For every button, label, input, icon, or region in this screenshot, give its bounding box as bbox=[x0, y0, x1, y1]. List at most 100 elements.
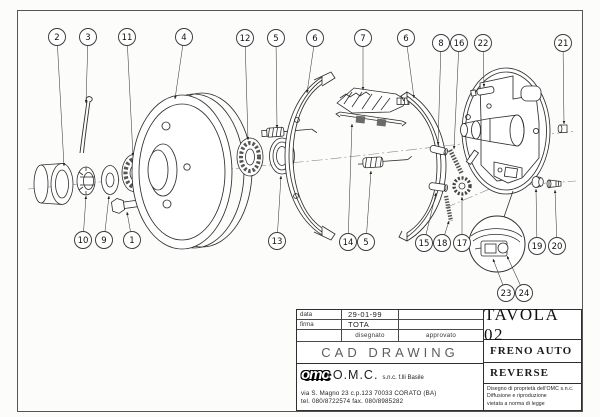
balloon-2 bbox=[48, 28, 66, 46]
washer bbox=[101, 165, 119, 195]
anchor-pin bbox=[429, 144, 448, 156]
balloon-number: 4 bbox=[181, 33, 186, 43]
balloon-19 bbox=[528, 237, 546, 255]
date-label: data bbox=[297, 310, 342, 319]
leader-line bbox=[174, 36, 185, 100]
leader-line bbox=[365, 170, 373, 243]
balloon-6 bbox=[397, 29, 415, 47]
company-suffix: s.n.c. f.lli Basile bbox=[382, 375, 424, 381]
copyright-notice: Disegno di proprietà dell'OMC s.n.c. Dif… bbox=[484, 384, 581, 410]
date-value: 29-01-99 bbox=[342, 310, 399, 319]
balloon-number: 2 bbox=[54, 33, 59, 43]
balloon-9 bbox=[95, 231, 113, 249]
leader-line bbox=[347, 123, 354, 243]
castle-nut bbox=[76, 166, 96, 196]
balloon-21 bbox=[554, 34, 572, 52]
balloon-20 bbox=[548, 237, 566, 255]
leader-line bbox=[126, 36, 135, 157]
brake-drum bbox=[131, 92, 253, 250]
signature-row: firma TOTA bbox=[297, 320, 483, 330]
balloon-12 bbox=[236, 29, 254, 47]
balloon-number: 19 bbox=[532, 242, 543, 252]
signature-label: firma bbox=[297, 320, 342, 329]
balloon-10 bbox=[74, 231, 92, 249]
balloon-5 bbox=[357, 233, 375, 251]
roles-row: disegnato approvato bbox=[297, 330, 483, 342]
retainer-bolt bbox=[546, 179, 562, 189]
date-row: data 29-01-99 bbox=[297, 310, 483, 320]
balloon-number: 10 bbox=[78, 236, 89, 246]
drawing-subject-line2: REVERSE bbox=[484, 363, 581, 384]
notice-line: Diffusione e riproduzione bbox=[487, 393, 547, 400]
balloon-3 bbox=[79, 28, 97, 46]
company-name: O.M.C. bbox=[332, 368, 379, 382]
cotter-pin bbox=[79, 96, 93, 154]
signature-extra-cell bbox=[399, 320, 483, 329]
title-block-right: TAVOLA 02 FRENO AUTO REVERSE Disegno di … bbox=[484, 305, 581, 410]
balloon-number: 18 bbox=[437, 239, 448, 249]
balloon-number: 8 bbox=[438, 39, 443, 49]
balloon-13 bbox=[268, 232, 286, 250]
balloon-15 bbox=[415, 234, 433, 252]
backing-plate bbox=[460, 67, 551, 195]
balloon-number: 16 bbox=[454, 39, 465, 49]
spacer bbox=[557, 124, 568, 133]
left-brake-shoe bbox=[284, 71, 336, 241]
balloon-8 bbox=[432, 34, 450, 52]
balloon-number: 15 bbox=[419, 239, 430, 249]
balloon-number: 6 bbox=[312, 34, 317, 44]
star-adjuster-wheel bbox=[452, 176, 472, 196]
leader-line bbox=[534, 188, 538, 247]
balloon-22 bbox=[474, 34, 492, 52]
tension-spring bbox=[443, 195, 454, 222]
drawn-by-label: disegnato bbox=[342, 330, 399, 341]
balloon-number: 3 bbox=[85, 33, 90, 43]
balloon-23 bbox=[497, 284, 515, 302]
balloon-1 bbox=[123, 231, 141, 249]
leader-line bbox=[56, 36, 66, 167]
balloon-24 bbox=[515, 284, 533, 302]
cad-drawing-label: CAD DRAWING bbox=[297, 342, 483, 364]
balloon-18 bbox=[433, 234, 451, 252]
drawing-subject-line1: FRENO AUTO bbox=[484, 340, 581, 363]
leader-line bbox=[244, 37, 250, 141]
sheet-border bbox=[17, 10, 583, 412]
company-phone: tel. 080/8722574 fax. 080/8985282 bbox=[301, 398, 404, 405]
balloon-number: 11 bbox=[122, 33, 133, 43]
notice-line: vietata a norma di legge bbox=[487, 400, 545, 407]
balloon-16 bbox=[450, 34, 468, 52]
balloon-number: 17 bbox=[457, 239, 468, 249]
balloon-number: 24 bbox=[519, 289, 530, 299]
leader-line bbox=[562, 42, 566, 125]
sheet-number: TAVOLA 02 bbox=[484, 305, 581, 344]
leader-line bbox=[405, 37, 415, 99]
omc-logo: omc bbox=[301, 366, 330, 383]
balloon-number: 5 bbox=[273, 34, 278, 44]
detail-view bbox=[468, 190, 526, 273]
balloon-number: 13 bbox=[272, 237, 283, 247]
leader-line bbox=[553, 189, 558, 247]
leader-line bbox=[276, 175, 283, 242]
balloon-number: 22 bbox=[478, 39, 489, 49]
balloon-17 bbox=[453, 234, 471, 252]
balloon-number: 9 bbox=[101, 236, 106, 246]
signature-value: TOTA bbox=[342, 320, 399, 329]
leader-line bbox=[436, 42, 442, 146]
balloon-6 bbox=[306, 29, 324, 47]
leader-line bbox=[306, 37, 316, 94]
right-brake-shoe bbox=[398, 91, 447, 242]
dust-cap bbox=[33, 163, 74, 205]
leader-line bbox=[84, 36, 89, 104]
balloon-number: 14 bbox=[343, 238, 354, 248]
adjuster-assembly bbox=[336, 87, 410, 114]
balloon-7 bbox=[354, 29, 372, 47]
hold-down-pin-22 bbox=[470, 86, 495, 97]
balloon-5 bbox=[267, 29, 285, 47]
leader-line bbox=[275, 37, 279, 129]
balloon-number: 20 bbox=[552, 242, 563, 252]
strut-bar bbox=[335, 111, 407, 127]
balloon-number: 12 bbox=[240, 34, 251, 44]
